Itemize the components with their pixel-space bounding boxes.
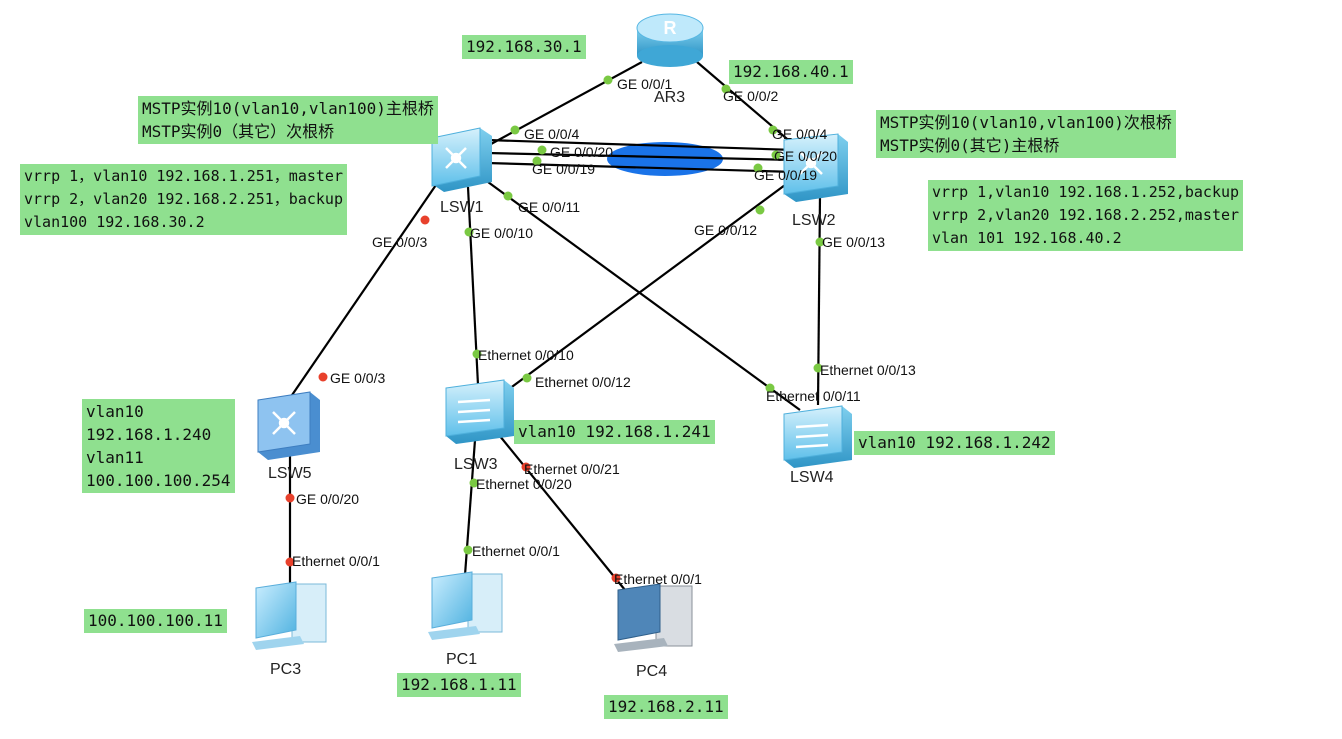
port-dot	[815, 237, 825, 247]
port-dot	[472, 349, 482, 359]
note-ip-40: 192.168.40.1	[729, 60, 853, 84]
port-label: GE 0/0/20	[774, 148, 837, 164]
link-lsw1-lsw2-g4	[486, 138, 796, 152]
port-label: Ethernet 0/0/20	[476, 476, 572, 492]
port-label: GE 0/0/1	[617, 76, 672, 92]
note-lsw3-info: vlan10 192.168.1.241	[514, 420, 715, 444]
port-dot	[813, 363, 823, 373]
device-label-lsw4: LSW4	[790, 469, 834, 486]
port-label: GE 0/0/2	[723, 88, 778, 104]
device-label-ar3: AR3	[654, 89, 685, 106]
port-dot	[463, 545, 473, 555]
port-label: Ethernet 0/0/11	[766, 388, 861, 404]
link-lsw2-lsw3	[504, 184, 786, 393]
port-dot	[753, 163, 763, 173]
device-label-lsw1: LSW1	[440, 199, 484, 216]
port-dot	[768, 125, 778, 135]
l2-switch-icon	[445, 379, 505, 437]
link-lsw1-lsw5	[289, 181, 439, 399]
pc-icon	[255, 581, 297, 639]
port-dot	[521, 462, 531, 472]
port-dot	[285, 557, 295, 567]
port-dot	[420, 215, 430, 225]
port-dot	[503, 191, 513, 201]
note-lsw5-info: vlan10 192.168.1.240 vlan11 100.100.100.…	[82, 399, 235, 493]
link-lsw1-lsw4	[487, 181, 801, 411]
port-label: GE 0/0/10	[470, 225, 533, 241]
port-label: GE 0/0/4	[524, 126, 579, 142]
port-label: Ethernet 0/0/1	[614, 571, 702, 587]
device-label-pc1: PC1	[446, 651, 477, 668]
device-label-lsw5: LSW5	[268, 465, 312, 482]
note-lsw2-vrrp: vrrp 1,vlan10 192.168.1.252,backup vrrp …	[928, 180, 1244, 251]
device-label-lsw2: LSW2	[792, 212, 836, 229]
svg-text:R: R	[664, 18, 677, 38]
port-dot	[469, 478, 479, 488]
note-pc3-ip: 100.100.100.11	[84, 609, 227, 633]
note-pc4-ip: 192.168.2.11	[604, 695, 728, 719]
router-ar3[interactable]: R	[636, 13, 704, 67]
switch-lsw3[interactable]	[445, 379, 514, 444]
port-dot	[537, 145, 547, 155]
port-label: GE 0/0/11	[518, 199, 580, 215]
l2-switch-icon	[783, 405, 843, 461]
device-label-pc4: PC4	[636, 663, 667, 680]
link-lsw3-pc4	[494, 429, 626, 591]
switch-lsw1[interactable]	[431, 127, 492, 192]
link-ar3-lsw2	[696, 61, 801, 151]
port-label: Ethernet 0/0/1	[472, 543, 560, 559]
port-dot	[611, 573, 621, 583]
port-label: Ethernet 0/0/1	[292, 553, 380, 569]
port-label: Ethernet 0/0/12	[535, 374, 631, 390]
pc-pc4[interactable]	[614, 583, 693, 652]
link-ar3-lsw1	[479, 61, 643, 151]
port-label: GE 0/0/4	[772, 126, 827, 142]
note-pc1-ip: 192.168.1.11	[397, 673, 521, 697]
port-dot	[522, 373, 532, 383]
port-label: GE 0/0/3	[372, 234, 427, 250]
port-label: GE 0/0/13	[822, 234, 885, 250]
port-dot	[771, 150, 781, 160]
port-dot	[532, 156, 542, 166]
port-dot	[603, 75, 613, 85]
pc-pc3[interactable]	[252, 581, 327, 650]
port-label: GE 0/0/20	[550, 144, 613, 160]
device-label-lsw3: LSW3	[454, 456, 498, 473]
switch-lsw2[interactable]	[783, 133, 848, 202]
note-lsw1-mstp: MSTP实例10(vlan10,vlan100)主根桥 MSTP实例0（其它）次…	[138, 96, 438, 144]
port-label: GE 0/0/12	[694, 222, 757, 238]
router-icon	[636, 13, 704, 43]
port-label: GE 0/0/3	[330, 370, 385, 386]
port-label: Ethernet 0/0/13	[820, 362, 916, 378]
port-dot	[318, 372, 328, 382]
port-label: Ethernet 0/0/10	[478, 347, 574, 363]
pc-pc1[interactable]	[428, 571, 503, 640]
port-dot	[510, 125, 520, 135]
port-dot	[765, 383, 775, 393]
port-dot	[285, 493, 295, 503]
port-dot	[464, 227, 474, 237]
port-label: GE 0/0/19	[754, 167, 817, 183]
note-lsw4-info: vlan10 192.168.1.242	[854, 431, 1055, 455]
port-dot	[755, 205, 765, 215]
note-lsw2-mstp: MSTP实例10(vlan10,vlan100)次根桥 MSTP实例0(其它)主…	[876, 110, 1176, 158]
port-dot	[721, 84, 731, 94]
port-dots	[285, 75, 825, 583]
switch-lsw5[interactable]	[257, 391, 320, 460]
port-label: GE 0/0/19	[532, 161, 595, 177]
device-label-pc3: PC3	[270, 661, 301, 678]
switch-lsw4[interactable]	[783, 405, 852, 468]
pc-icon	[431, 571, 473, 629]
note-lsw1-vrrp: vrrp 1，vlan10 192.168.1.251，master vrrp …	[20, 164, 347, 235]
note-ip-30: 192.168.30.1	[462, 35, 586, 59]
pc-icon	[617, 583, 661, 641]
port-label: Ethernet 0/0/21	[524, 461, 620, 477]
link-lsw1-lsw2-g20	[486, 151, 796, 162]
port-label: GE 0/0/20	[296, 491, 359, 507]
